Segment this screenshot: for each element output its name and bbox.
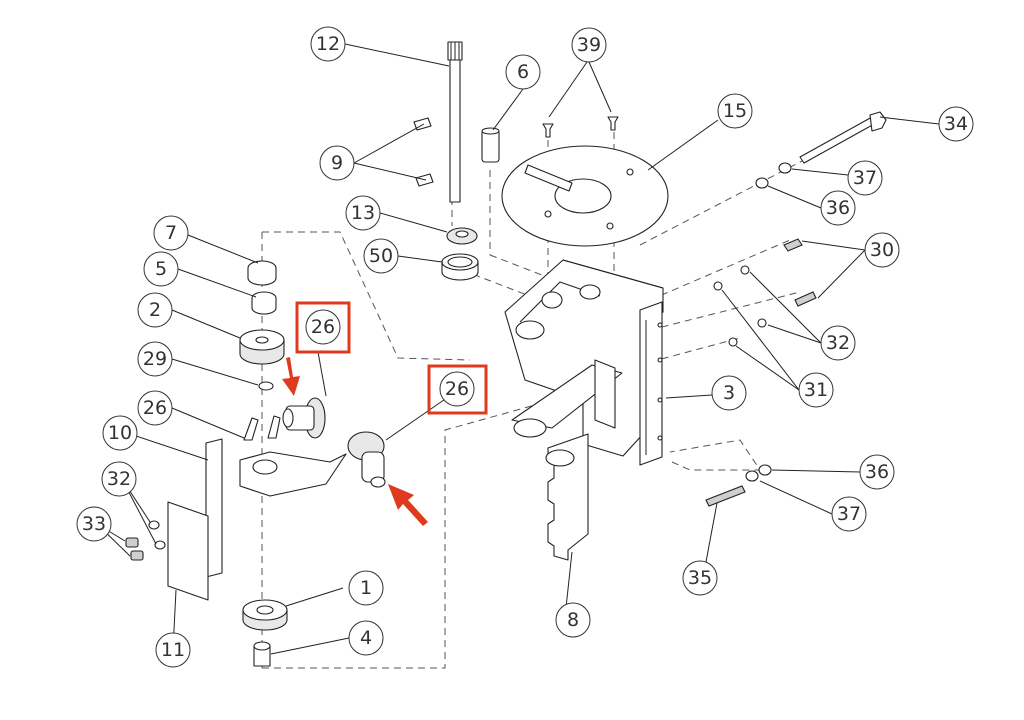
- part-washer-29: [258, 381, 274, 391]
- part-spacer-4: [253, 641, 271, 667]
- callout-12: 12: [310, 26, 346, 62]
- part-shaft-12: [447, 41, 463, 203]
- part-pin-6: [481, 127, 500, 163]
- callout-8: 8: [555, 602, 591, 638]
- part-pulley-1: [242, 599, 288, 631]
- svg-text:6: 6: [517, 61, 529, 83]
- svg-text:30: 30: [870, 239, 894, 261]
- part-housing-3: [504, 259, 664, 466]
- svg-text:15: 15: [723, 100, 747, 122]
- part-fork-10: [205, 415, 347, 578]
- part-gear-26-a: [282, 397, 326, 439]
- svg-text:39: 39: [577, 34, 601, 56]
- callout-33: 33: [76, 506, 112, 542]
- part-screws-39: [542, 116, 619, 138]
- callout-9: 9: [319, 145, 355, 181]
- highlight-arrow-down: [282, 357, 300, 396]
- callout-37-lower: 37: [831, 496, 867, 532]
- callout-32-left: 32: [101, 461, 137, 497]
- svg-text:37: 37: [853, 167, 877, 189]
- svg-text:13: 13: [351, 202, 375, 224]
- part-plate-15: [501, 145, 669, 247]
- callout-6: 6: [505, 54, 541, 90]
- part-bearing-13: [446, 227, 478, 245]
- callout-1: 1: [348, 570, 384, 606]
- svg-text:32: 32: [107, 468, 131, 490]
- svg-text:35: 35: [688, 567, 712, 589]
- svg-text:33: 33: [82, 513, 106, 535]
- part-screw-34: [799, 111, 887, 164]
- svg-text:10: 10: [108, 422, 132, 444]
- callout-29: 29: [137, 341, 173, 377]
- callout-balloons: 12 6 39 15 34 37 36 9 13 50 30 7 5 2 26 …: [76, 26, 974, 668]
- callout-15: 15: [717, 93, 753, 129]
- callout-50: 50: [363, 238, 399, 274]
- svg-text:3: 3: [723, 382, 735, 404]
- part-bushing-50: [441, 253, 479, 281]
- svg-text:36: 36: [865, 461, 889, 483]
- svg-text:50: 50: [369, 245, 393, 267]
- callout-31: 31: [798, 372, 834, 408]
- svg-text:5: 5: [155, 258, 167, 280]
- callout-36-lower: 36: [859, 454, 895, 490]
- callout-2: 2: [137, 292, 173, 328]
- callout-13: 13: [345, 195, 381, 231]
- part-screws-30: [783, 238, 817, 307]
- callout-34: 34: [938, 106, 974, 142]
- part-plate-11: [167, 501, 209, 601]
- callout-3: 3: [711, 375, 747, 411]
- part-washers-31-32: [713, 265, 767, 347]
- callout-32-right: 32: [820, 325, 856, 361]
- part-screws-32-33: [125, 520, 166, 561]
- callout-10: 10: [102, 415, 138, 451]
- callout-26: 26: [137, 390, 173, 426]
- part-collar-7: [247, 260, 277, 286]
- callout-37: 37: [847, 160, 883, 196]
- svg-text:1: 1: [360, 577, 372, 599]
- callout-30: 30: [864, 232, 900, 268]
- callout-4: 4: [348, 620, 384, 656]
- svg-text:29: 29: [143, 348, 167, 370]
- part-screw-35: [705, 485, 746, 507]
- highlight-box-b: [427, 364, 488, 415]
- svg-text:9: 9: [331, 152, 343, 174]
- part-washers-36-37: [745, 162, 792, 482]
- svg-text:11: 11: [161, 639, 185, 661]
- callout-26-highlighted-b: 26: [439, 371, 475, 407]
- svg-text:12: 12: [316, 33, 340, 55]
- callout-5: 5: [143, 251, 179, 287]
- part-gear-26-b: [347, 431, 386, 488]
- svg-text:37: 37: [837, 503, 861, 525]
- highlight-arrow-up-left: [388, 484, 428, 526]
- callout-26-highlighted-a: 26: [305, 309, 341, 345]
- svg-text:26: 26: [143, 397, 167, 419]
- callout-39: 39: [571, 27, 607, 63]
- callout-11: 11: [155, 632, 191, 668]
- svg-text:26: 26: [445, 378, 469, 400]
- callout-35: 35: [682, 560, 718, 596]
- svg-text:4: 4: [360, 627, 372, 649]
- svg-text:31: 31: [804, 379, 828, 401]
- svg-text:8: 8: [567, 609, 579, 631]
- highlight-markers: [282, 301, 488, 526]
- part-comb-8: [545, 433, 589, 561]
- svg-text:34: 34: [944, 113, 968, 135]
- highlight-box-a: [295, 301, 351, 354]
- part-pulley-2: [239, 329, 285, 365]
- callout-36: 36: [820, 190, 856, 226]
- part-collar-5: [251, 291, 277, 315]
- svg-text:36: 36: [826, 197, 850, 219]
- svg-text:32: 32: [826, 332, 850, 354]
- svg-text:2: 2: [149, 299, 161, 321]
- svg-text:7: 7: [165, 222, 177, 244]
- callout-7: 7: [153, 215, 189, 251]
- svg-text:26: 26: [311, 316, 335, 338]
